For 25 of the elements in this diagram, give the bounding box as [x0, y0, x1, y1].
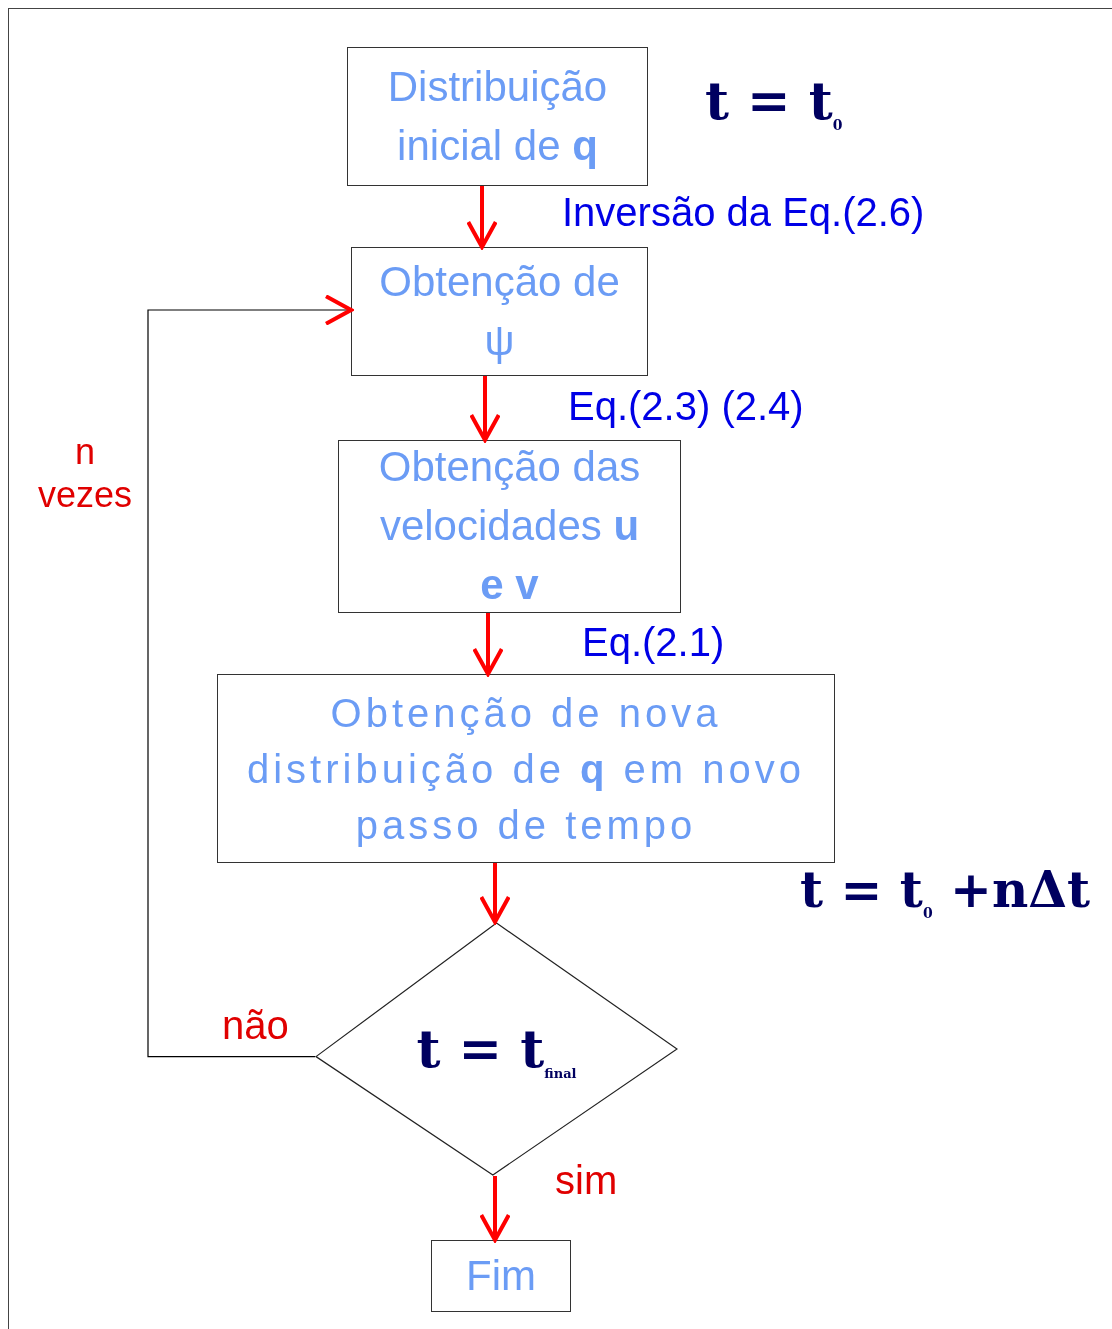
arrow [466, 186, 498, 249]
arrow [472, 613, 504, 676]
edge-label: Inversão da Eq.(2.6) [562, 190, 925, 235]
edge-label: não [222, 1003, 289, 1048]
edge-label: Eq.(2.1) [582, 620, 725, 665]
arrow [479, 1176, 511, 1242]
loop-label: n vezes [36, 430, 133, 517]
step-text: Obtenção das velocidades u e v [377, 442, 642, 610]
edge-label: Eq.(2.3) (2.4) [568, 384, 804, 429]
step-text: Obtenção de ψ [378, 256, 621, 366]
formula-label: t = t$_{0}$ [705, 70, 843, 135]
step-text: Distribuição inicial de q [386, 61, 609, 171]
formula-label: t = t$_{0}$ +nΔt [800, 860, 1091, 922]
process-box [217, 674, 835, 863]
edge-label: sim [555, 1158, 618, 1203]
step-text: Fim [466, 1250, 536, 1301]
arrow [479, 863, 511, 924]
arrow [147, 294, 353, 1058]
process-box [347, 47, 648, 186]
arrow [469, 376, 501, 442]
process-box [431, 1240, 571, 1312]
process-box [338, 440, 681, 613]
step-text: Obtenção de nova distribuição de q em novo passo de tempo [246, 689, 806, 849]
condition-text: t = t$_{final}$ [416, 1016, 577, 1083]
process-box [351, 247, 648, 376]
